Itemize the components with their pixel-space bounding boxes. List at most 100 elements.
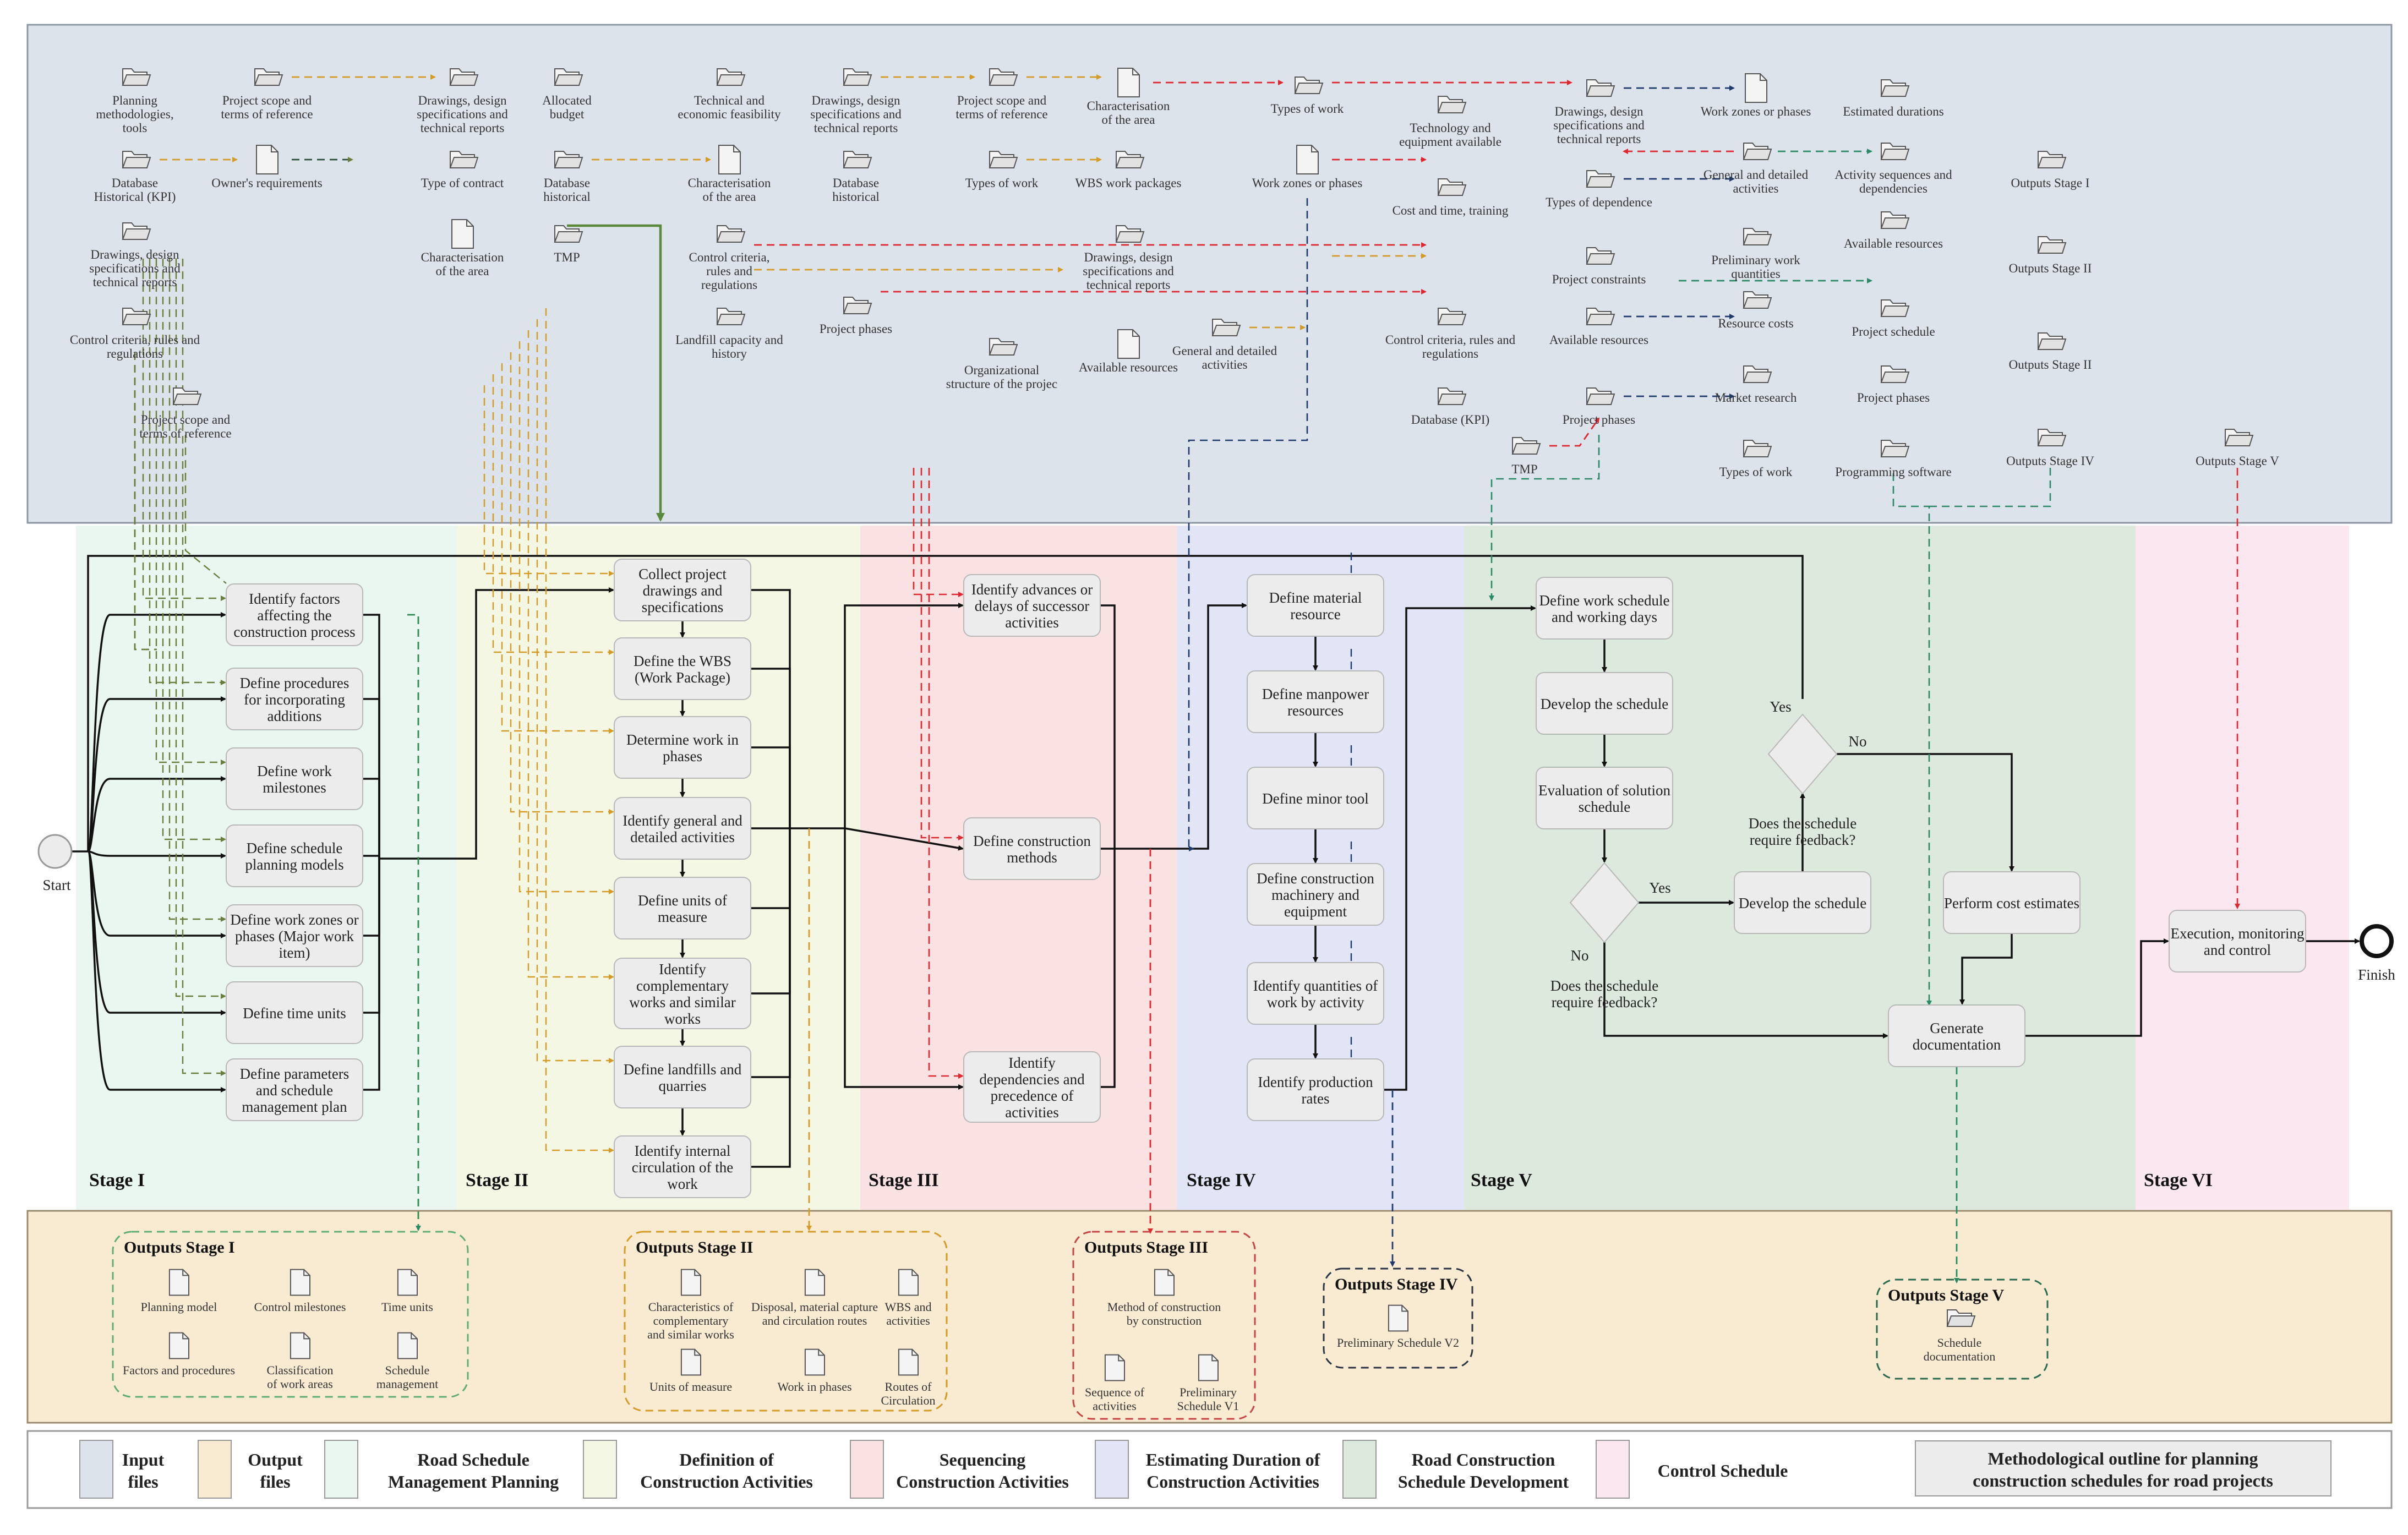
process-label-line: item) xyxy=(279,944,310,961)
flow-arrow xyxy=(1603,942,1888,1039)
process-label-line: Define work schedule xyxy=(1539,592,1670,609)
process-box-shape xyxy=(614,1135,751,1198)
input-file-label-line: specifications and xyxy=(810,107,902,121)
folder-icon xyxy=(989,151,1018,168)
process-label-line: Define minor tool xyxy=(1262,790,1368,807)
folder-icon xyxy=(1586,387,1615,405)
process-label-line: equipment xyxy=(1284,903,1347,920)
stage-label: Stage IV xyxy=(1187,1170,1256,1190)
output-file-label-line: Control milestones xyxy=(254,1300,346,1314)
connector-line xyxy=(518,341,614,894)
input-file-label: Outputs Stage I xyxy=(2011,176,2089,190)
input-file-label: Programming software xyxy=(1835,465,1951,479)
process-label-line: management plan xyxy=(242,1099,347,1115)
document-icon xyxy=(168,1269,189,1296)
folder-icon xyxy=(1586,170,1615,188)
input-file-label-line: economic feasibility xyxy=(678,107,781,121)
process-label-line: and working days xyxy=(1552,609,1657,625)
process-label-line: Define material xyxy=(1269,589,1362,606)
input-file-label-line: Resource costs xyxy=(1718,316,1793,330)
output-file-label-line: Planning model xyxy=(141,1300,217,1314)
legend-label: Control Schedule xyxy=(1658,1461,1788,1481)
input-file-label-line: Technical and xyxy=(694,94,765,107)
legend-swatch xyxy=(850,1440,884,1499)
process-label-line: Develop the schedule xyxy=(1739,895,1866,911)
decision-question-line: Does the schedule xyxy=(1749,815,1856,832)
document-icon xyxy=(898,1269,919,1296)
output-file-label-line: of work areas xyxy=(267,1377,333,1391)
input-file-label-line: tools xyxy=(123,121,148,135)
connector-line xyxy=(928,468,964,1079)
input-file-label: Available resources xyxy=(1844,237,1943,250)
connector-line xyxy=(155,259,226,765)
connector-line xyxy=(492,374,614,655)
folder-icon xyxy=(2037,429,2067,446)
folder-icon xyxy=(2037,151,2067,168)
legend-swatch xyxy=(583,1440,617,1499)
folder-icon xyxy=(1294,77,1324,94)
process-label-line: for incorporating xyxy=(244,691,345,708)
legend-label-line: Output xyxy=(248,1450,303,1470)
finish-label: Finish xyxy=(2358,966,2395,983)
output-file-label-line: Sequence of xyxy=(1085,1385,1145,1399)
legend-swatch xyxy=(198,1440,232,1499)
flow-arrow xyxy=(2025,938,2169,1037)
input-file-label-line: quantities xyxy=(1731,267,1780,281)
process-box-shape xyxy=(1247,670,1384,733)
folder-icon xyxy=(1743,228,1772,245)
decision-no-label: No xyxy=(1571,947,1589,964)
process-box-shape xyxy=(1943,871,2081,934)
process-label-line: complementary xyxy=(636,977,729,994)
process-label-line: Generate xyxy=(1930,1020,1983,1036)
document-icon xyxy=(804,1348,825,1376)
output-file-label-line: Routes of xyxy=(885,1380,932,1394)
input-file-label-line: Types of dependence xyxy=(1546,195,1652,209)
flow-line xyxy=(363,778,380,859)
input-file-label-line: Control criteria, xyxy=(689,250,770,264)
legend-swatch xyxy=(1342,1440,1377,1499)
connector-line xyxy=(407,614,421,1231)
input-file-label: Work zones or phases xyxy=(1252,176,1363,190)
output-file-label-line: Schedule xyxy=(1937,1336,1982,1350)
output-group-title: Outputs Stage III xyxy=(1084,1238,1208,1257)
process-box-shape xyxy=(1247,962,1384,1025)
connector-line xyxy=(1892,473,1932,1006)
process-label-line: activities xyxy=(1005,614,1058,631)
input-file-label-line: Drawings, design xyxy=(1555,105,1643,118)
output-group-title: Outputs Stage II xyxy=(636,1238,753,1257)
folder-icon xyxy=(1115,151,1145,168)
legend-label-line: Estimating Duration of xyxy=(1146,1450,1320,1470)
flow-arrow xyxy=(1384,605,1536,1091)
input-file-label-line: Characterisation xyxy=(1087,99,1170,113)
folder-icon xyxy=(122,308,151,325)
process-label: Define minor tool xyxy=(1262,790,1368,807)
input-file-label-line: historical xyxy=(543,190,591,204)
input-file-label-line: Project phases xyxy=(820,322,892,336)
connector-line xyxy=(182,259,226,1076)
output-file-label: Control milestones xyxy=(254,1300,346,1314)
process-label-line: Identify factors xyxy=(249,591,340,607)
input-file-label-line: General and detailed xyxy=(1172,344,1277,358)
connector-line xyxy=(527,330,614,980)
input-file-label: Types of work xyxy=(965,176,1039,190)
process-box-shape xyxy=(1247,767,1384,829)
input-file-label: Types of dependence xyxy=(1546,195,1652,209)
process-box-shape xyxy=(226,824,363,887)
document-icon xyxy=(1154,1269,1175,1296)
legend-label-line: Definition of xyxy=(679,1450,774,1470)
